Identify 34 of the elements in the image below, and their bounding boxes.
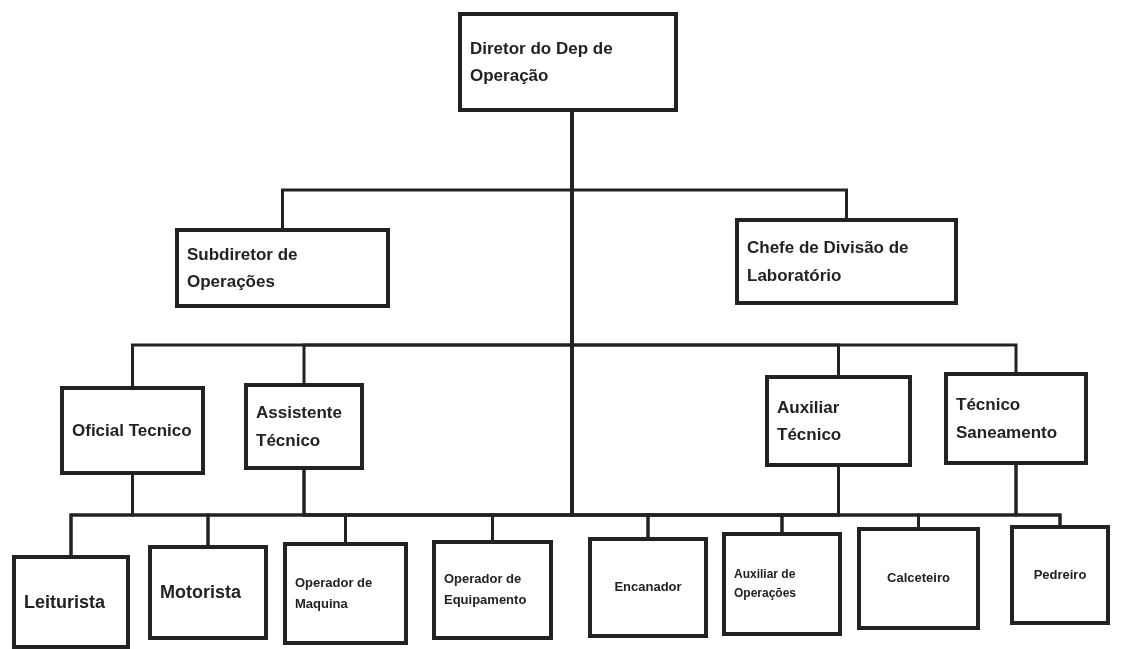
connector-line: [302, 470, 494, 540]
position-box: [944, 372, 1088, 465]
position-box: [60, 386, 205, 475]
position-title: Chefe de Divisão de Laboratório: [747, 237, 910, 287]
connector-line: [1014, 465, 1062, 525]
position-box: [148, 545, 268, 640]
position-title: Calceteiro: [887, 569, 950, 588]
position-box: [588, 537, 708, 638]
position-title: Operador de Equipamento: [444, 570, 528, 609]
position-title: Encanador: [614, 578, 682, 597]
position-box: [458, 12, 678, 112]
position-title: Pedreiro: [1033, 565, 1087, 584]
position-title: Diretor do Dep de Operação: [470, 37, 614, 87]
position-box: [432, 540, 553, 640]
position-title: Subdiretor de Operações: [187, 243, 299, 293]
position-title: Leiturista: [24, 590, 106, 614]
position-box: [722, 532, 842, 636]
position-box: [244, 383, 364, 470]
position-box: [857, 527, 980, 630]
position-box: [765, 375, 912, 467]
position-title: Auxiliar Técnico: [777, 396, 843, 446]
position-title: Oficial Tecnico: [72, 419, 192, 442]
position-box: [735, 218, 958, 305]
position-title: Motorista: [160, 581, 241, 605]
position-box: [283, 542, 408, 645]
connector-line: [131, 475, 210, 545]
connector-line: [780, 467, 840, 532]
position-title: Assistente Técnico: [256, 402, 343, 452]
position-box: [175, 228, 390, 308]
position-box: [12, 555, 130, 649]
position-title: Técnico Saneamento: [956, 394, 1059, 444]
position-title: Auxiliar de Operações: [734, 565, 798, 602]
position-box: [1010, 525, 1110, 625]
position-title: Operador de Maquina: [295, 573, 374, 613]
